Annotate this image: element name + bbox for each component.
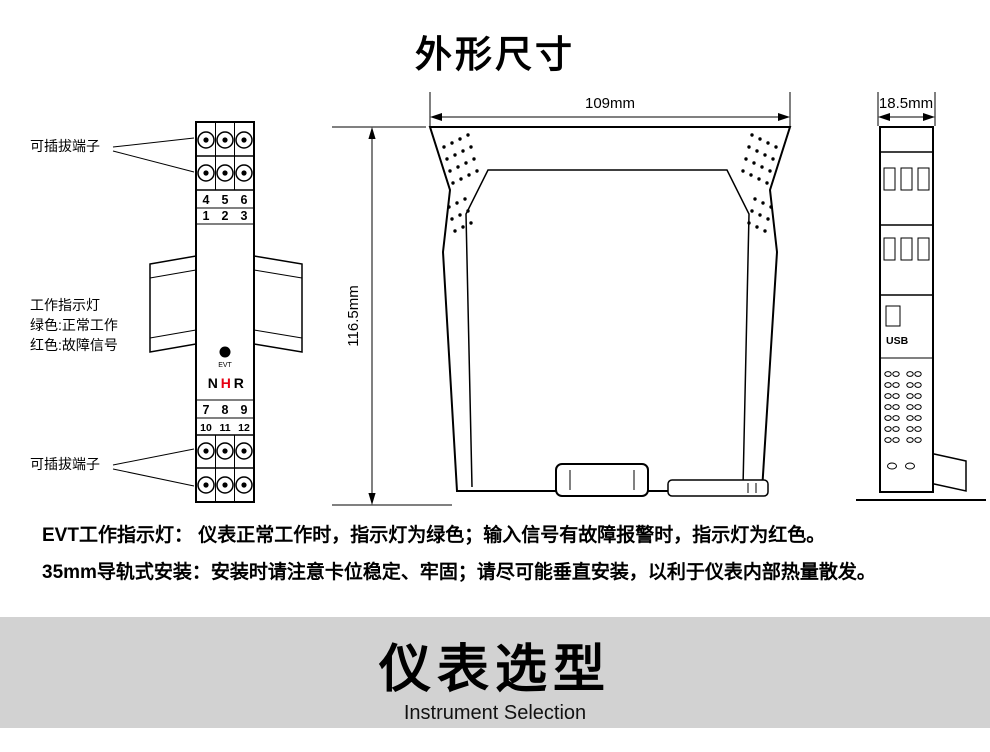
note-line: 35mm导轨式安装：安装时请注意卡位稳定、牢固；请尽可能垂直安装，以利于仪表内部… [42, 562, 876, 583]
top-terminal-block [196, 122, 254, 191]
terminal-number: 3 [241, 209, 248, 223]
texture-dots-left [442, 133, 479, 233]
bottom-terminal-callout: 可插拔端子 [30, 456, 100, 472]
indicator-callout: 工作指示灯 绿色:正常工作 红色:故障信号 [30, 297, 118, 353]
leader-line [112, 448, 195, 466]
end-width-dimension: 18.5mm [877, 92, 936, 126]
terminal-number: 12 [238, 422, 250, 434]
banner-title: 仪表选型 [378, 641, 611, 699]
terminal-number: 2 [222, 209, 229, 223]
housing-outline [428, 126, 792, 492]
leader-line [112, 137, 195, 148]
side-view: 109mm 116.5mm [332, 92, 792, 506]
bottom-slot [887, 462, 897, 470]
svg-text:工作指示灯: 工作指示灯 [30, 297, 100, 313]
section-banner: 仪表选型 Instrument Selection [0, 617, 990, 728]
leader-line [112, 468, 195, 487]
led-label: EVT [218, 362, 232, 369]
svg-text:红色:故障信号: 红色:故障信号 [30, 337, 118, 353]
bottom-slot [905, 462, 915, 470]
terminal-numbers-bottom: 7 8 9 10 11 12 [196, 399, 254, 434]
end-width-dimension-label: 18.5mm [879, 95, 933, 112]
rail-foot [667, 479, 769, 497]
terminal-screws-bottom [197, 442, 253, 494]
device-body [195, 121, 255, 503]
terminal-slots-top [883, 167, 930, 191]
note-line: EVT工作指示灯： 仪表正常工作时，指示灯为绿色；输入信号有故障报警时，指示灯为… [42, 525, 826, 546]
status-led-icon [219, 346, 231, 358]
width-dimension-label: 109mm [585, 95, 635, 112]
terminal-screws-top [197, 131, 253, 182]
banner-subtitle: Instrument Selection [403, 702, 587, 724]
terminal-number: 4 [203, 193, 210, 207]
terminal-number: 10 [200, 422, 212, 434]
leader-line [112, 150, 195, 173]
height-dimension-label: 116.5mm [345, 285, 362, 346]
terminal-number: 7 [203, 403, 210, 417]
notes: EVT工作指示灯： 仪表正常工作时，指示灯为绿色；输入信号有故障报警时，指示灯为… [42, 517, 972, 591]
height-dimension: 116.5mm [332, 126, 452, 506]
terminal-number: 9 [241, 403, 248, 417]
usb-label: USB [886, 335, 909, 347]
usb-port [885, 305, 901, 327]
bottom-terminal-block [196, 434, 254, 502]
din-clip [555, 463, 649, 497]
terminal-number: 11 [219, 422, 230, 434]
terminal-number: 6 [241, 193, 248, 207]
terminal-number: 8 [222, 403, 229, 417]
page-title: 外形尺寸 [415, 34, 575, 75]
svg-text:绿色:正常工作: 绿色:正常工作 [30, 317, 118, 333]
terminal-numbers-top: 4 5 6 1 2 3 [196, 193, 254, 225]
width-dimension: 109mm [429, 92, 791, 126]
terminal-number: 1 [203, 209, 210, 223]
housing-inner-face [465, 169, 750, 488]
vent-slots [884, 371, 922, 443]
terminal-slots-bottom [883, 237, 930, 261]
end-view: 18.5mm USB [856, 92, 986, 501]
top-terminal-callout: 可插拔端子 [30, 138, 100, 154]
terminal-number: 5 [222, 193, 229, 207]
